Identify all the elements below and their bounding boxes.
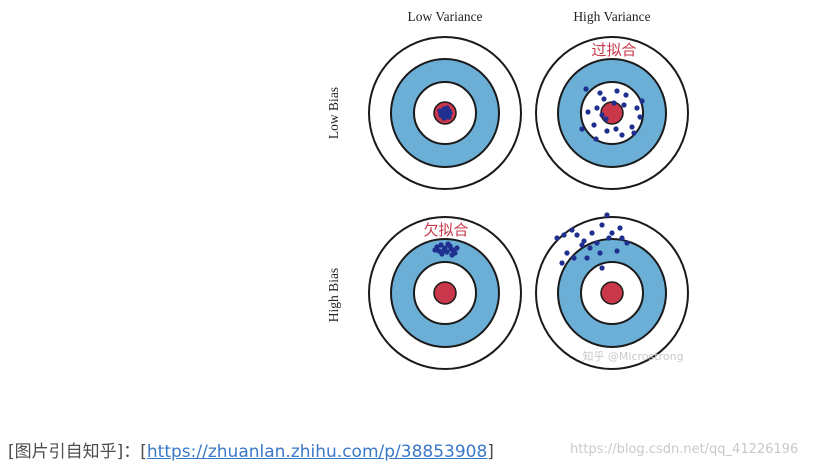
shot-dot [619, 235, 625, 241]
figure-caption: [图片引自知乎]：[https://zhuanlan.zhihu.com/p/3… [8, 437, 494, 462]
shot-dot [448, 246, 454, 252]
shot-dot [583, 86, 589, 92]
shot-dot [613, 126, 619, 132]
shot-dot [439, 251, 445, 257]
figure-watermark: 知乎 @Microstrong [582, 349, 683, 363]
annotation-overfitting: 过拟合 [591, 41, 636, 59]
shot-dot [599, 265, 605, 271]
bullseye [600, 281, 624, 305]
shot-dot [432, 247, 438, 253]
shot-dot [593, 136, 599, 142]
shot-dot [614, 88, 620, 94]
shot-dot [614, 248, 620, 254]
shot-dot [445, 241, 451, 247]
shot-dot [559, 260, 565, 266]
shot-dot [587, 245, 593, 251]
shot-dot [619, 132, 625, 138]
shot-dot [606, 235, 612, 241]
shot-dot [449, 252, 455, 258]
shot-dot [581, 238, 587, 244]
shot-dot [634, 105, 640, 111]
shot-dot [599, 222, 605, 228]
shot-dot [604, 212, 610, 218]
target-low-bias-high-variance [535, 36, 689, 190]
shot-dot [621, 102, 627, 108]
source-link[interactable]: https://zhuanlan.zhihu.com/p/38853908 [146, 442, 488, 462]
shot-dot [564, 250, 570, 256]
shot-dot [624, 240, 630, 246]
blog-watermark: https://blog.csdn.net/qq_41226196 [570, 442, 799, 457]
shot-dot [604, 128, 610, 134]
shot-dot [574, 232, 580, 238]
shot-dot [594, 240, 600, 246]
caption-prefix: [图片引自知乎]：[ [8, 442, 147, 462]
shot-dot [609, 230, 615, 236]
shot-dot [611, 100, 617, 106]
shot-dot [601, 96, 607, 102]
annotation-underfitting: 欠拟合 [423, 221, 468, 239]
shot-dot [438, 242, 444, 248]
target-high-bias-high-variance [535, 212, 689, 370]
col-header-high-variance: High Variance [573, 9, 650, 24]
shot-dot [637, 114, 643, 120]
target-low-bias-low-variance [368, 36, 522, 190]
bullseye [433, 281, 457, 305]
shot-dot [579, 126, 585, 132]
shot-dot [441, 115, 447, 121]
col-header-low-variance: Low Variance [407, 9, 482, 24]
shot-dot [561, 232, 567, 238]
row-header-low-bias: Low Bias [326, 87, 341, 139]
shot-dot [597, 250, 603, 256]
shot-dot [594, 105, 600, 111]
shot-dot [589, 230, 595, 236]
shot-dot [603, 116, 609, 122]
shot-dot [584, 255, 590, 261]
shot-dot [631, 130, 637, 136]
bias-variance-target-diagram: Low Variance High Variance Low Bias High… [326, 9, 689, 370]
shot-dot [454, 245, 460, 251]
shot-dot [617, 225, 623, 231]
shot-dot [579, 242, 585, 248]
shot-dot [446, 114, 452, 120]
caption-suffix: ] [487, 442, 494, 462]
target-high-bias-low-variance [368, 216, 522, 370]
shot-dot [585, 109, 591, 115]
shot-dot [623, 92, 629, 98]
shot-dot [599, 112, 605, 118]
row-header-high-bias: High Bias [326, 268, 341, 322]
shot-dot [597, 90, 603, 96]
shot-dot [571, 255, 577, 261]
shot-dot [639, 98, 645, 104]
shot-dot [629, 124, 635, 130]
shot-dot [591, 122, 597, 128]
shot-dot [569, 227, 575, 233]
shot-dot [441, 247, 447, 253]
shot-dot [554, 235, 560, 241]
shot-dot [437, 108, 443, 114]
